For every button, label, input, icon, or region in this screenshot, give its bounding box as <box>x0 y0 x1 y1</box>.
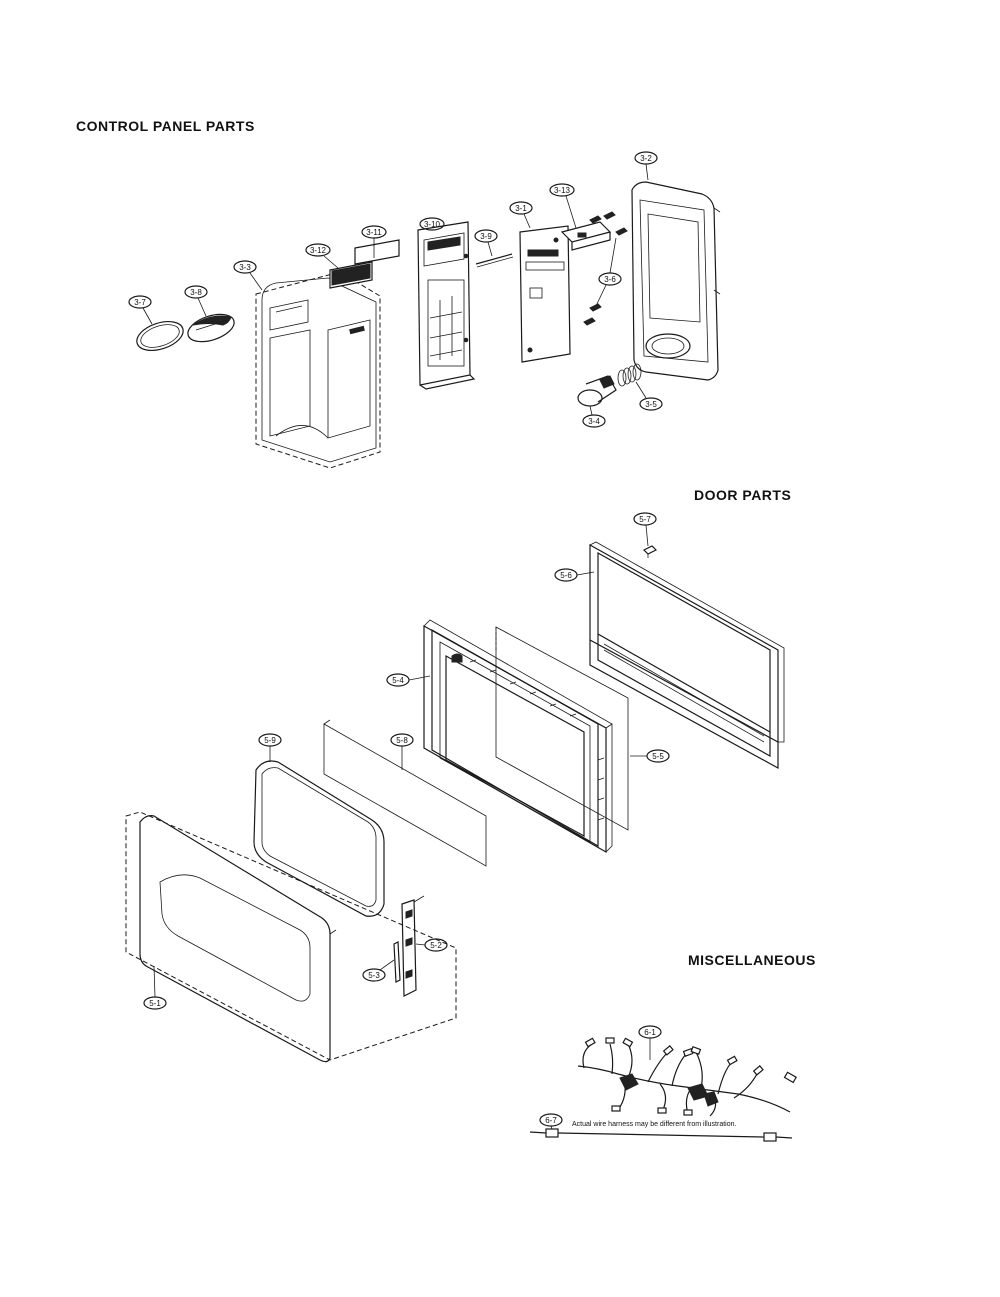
part-5-3-spring <box>393 941 401 983</box>
part-5-1-door <box>125 811 457 1063</box>
callout-6-1: 6-1 <box>638 1025 662 1060</box>
svg-text:5-6: 5-6 <box>560 571 572 580</box>
part-3-9-rod <box>475 253 514 268</box>
callout-3-13: 3-13 <box>549 183 577 229</box>
callout-3-12: 3-12 <box>305 243 339 269</box>
callout-6-7: 6-7 <box>539 1113 563 1130</box>
svg-text:3-2: 3-2 <box>640 154 652 163</box>
callout-3-3: 3-3 <box>233 260 263 291</box>
svg-text:5-3: 5-3 <box>368 971 380 980</box>
part-3-1-pcb <box>519 225 571 363</box>
part-3-10-control-board <box>417 221 476 390</box>
part-3-13-bracket <box>560 221 612 251</box>
svg-text:3-6: 3-6 <box>604 275 616 284</box>
svg-text:3-7: 3-7 <box>134 298 146 307</box>
part-3-12-cover <box>329 261 373 289</box>
callout-5-4: 5-4 <box>386 673 431 687</box>
part-6-1-wire-harness <box>577 1037 798 1117</box>
svg-text:3-8: 3-8 <box>190 288 202 297</box>
callout-3-5: 3-5 <box>635 381 663 411</box>
part-3-7-lens <box>136 320 184 352</box>
callout-5-1: 5-1 <box>143 965 167 1010</box>
part-3-4-knob <box>577 375 617 407</box>
callout-5-7: 5-7 <box>633 512 657 547</box>
svg-text:3-9: 3-9 <box>480 232 492 241</box>
svg-text:6-7: 6-7 <box>545 1116 557 1125</box>
svg-text:5-2: 5-2 <box>430 941 442 950</box>
callout-3-8: 3-8 <box>184 285 208 317</box>
callout-5-9: 5-9 <box>258 733 282 762</box>
svg-text:3-5: 3-5 <box>645 400 657 409</box>
miscellaneous-heading: MISCELLANEOUS <box>688 952 816 968</box>
callout-3-7: 3-7 <box>128 295 153 325</box>
svg-text:3-3: 3-3 <box>239 263 251 272</box>
svg-text:5-5: 5-5 <box>652 752 664 761</box>
part-5-2-lever <box>401 895 425 997</box>
part-5-9-window <box>253 760 385 917</box>
callout-5-3: 5-3 <box>362 959 395 982</box>
part-5-7-clip <box>642 545 658 558</box>
svg-text:6-1: 6-1 <box>644 1028 656 1037</box>
part-6-7-wire <box>529 1128 793 1142</box>
callout-5-5: 5-5 <box>630 749 670 763</box>
part-5-8-choke-sheet <box>323 719 487 867</box>
callout-5-8: 5-8 <box>390 733 414 770</box>
svg-text:3-10: 3-10 <box>424 220 441 229</box>
svg-text:5-1: 5-1 <box>149 999 161 1008</box>
callout-5-6: 5-6 <box>554 568 595 582</box>
svg-text:3-13: 3-13 <box>554 186 571 195</box>
svg-text:3-11: 3-11 <box>366 228 382 237</box>
callout-5-2: 5-2 <box>415 938 448 952</box>
callout-3-4: 3-4 <box>582 405 606 428</box>
callout-3-11: 3-11 <box>361 225 387 246</box>
wire-harness-note: Actual wire harness may be different fro… <box>572 1121 736 1128</box>
part-5-5-glass-sheet <box>495 626 629 831</box>
part-5-6-door-frame <box>589 541 785 770</box>
part-3-5-spring <box>617 363 642 387</box>
callout-3-10: 3-10 <box>419 217 445 231</box>
part-3-11-sheet <box>354 239 400 265</box>
part-5-4-inner-frame <box>423 619 613 854</box>
svg-text:5-4: 5-4 <box>392 676 404 685</box>
callout-3-9: 3-9 <box>474 229 498 257</box>
part-3-8-button <box>187 313 235 343</box>
part-3-3-panel-frame <box>255 271 381 469</box>
callout-3-1: 3-1 <box>509 201 533 229</box>
svg-text:3-1: 3-1 <box>515 204 527 213</box>
svg-text:3-4: 3-4 <box>588 417 600 426</box>
svg-text:5-8: 5-8 <box>396 736 408 745</box>
control-panel-heading: CONTROL PANEL PARTS <box>76 118 255 134</box>
svg-text:5-7: 5-7 <box>639 515 651 524</box>
svg-text:3-12: 3-12 <box>310 246 327 255</box>
screws-3-6 <box>583 211 628 326</box>
callout-3-6: 3-6 <box>595 237 622 307</box>
svg-text:5-9: 5-9 <box>264 736 276 745</box>
callout-3-2: 3-2 <box>634 151 658 181</box>
door-parts-heading: DOOR PARTS <box>694 487 791 503</box>
part-3-2-panel-housing <box>631 181 721 381</box>
